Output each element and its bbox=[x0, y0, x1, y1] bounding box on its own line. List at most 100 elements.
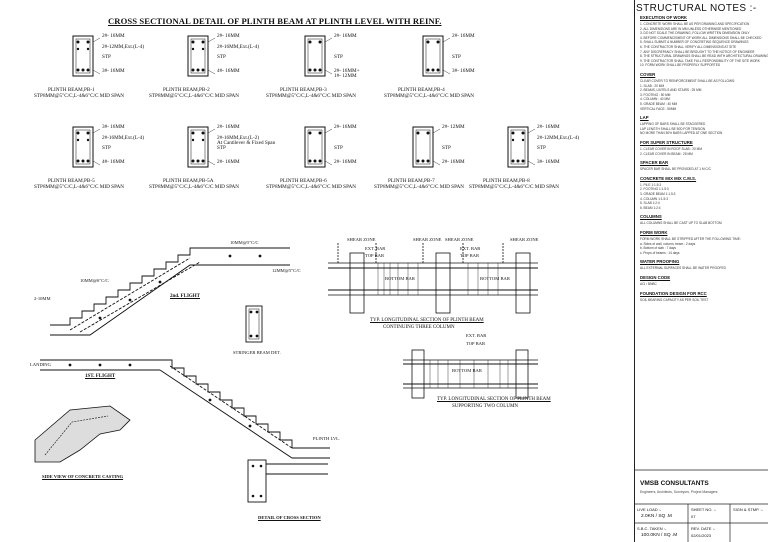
notes-line: 5. SLAB 1:2:4 bbox=[640, 201, 660, 206]
beam-stirrup-note: STP8MM@5"C/C,L-4&6"C/C MID SPAN bbox=[34, 184, 124, 190]
second-flight-label: 2nd. FLIGHT bbox=[170, 294, 201, 299]
top-bar-label-3: TOP BAR bbox=[466, 341, 486, 346]
notes-line: CLEAR COVER TO REINFORCEMENT SHALL BE AS… bbox=[640, 79, 735, 83]
notes-line: VERTICAL FACE : 50MM bbox=[640, 106, 677, 111]
side-view-svg bbox=[34, 405, 131, 463]
beam-stirrup-note: STP8MM@5"C/C,L-4&6"C/C MID SPAN bbox=[384, 93, 474, 99]
notes-line: LAP LENGTH SHALL BE 50D FOR TENSION bbox=[640, 126, 706, 131]
long-section-1-subtitle: CONTINUING THREE COLUMN bbox=[383, 325, 455, 330]
sign-stamp-label: SIGN & STMP. :- bbox=[733, 507, 763, 512]
beam-stirrup-note: STP8MM@5"C/C,L-4&6"C/C MID SPAN bbox=[34, 93, 124, 99]
notes-line: 3. FOOTING : 50 MM bbox=[640, 92, 671, 97]
notes-section-heading: WATER PROOFING bbox=[640, 259, 680, 265]
rev-date-value: 02/01/2023 bbox=[691, 533, 712, 538]
shear-zone-label-4: SHEAR ZONE bbox=[510, 237, 539, 242]
stirrup-label: STP bbox=[217, 145, 226, 151]
notes-section-heading: CONCRETE MIX MIX C.M.S. bbox=[640, 175, 697, 181]
stair-first-flight-svg bbox=[40, 359, 330, 459]
beam-name: PLINTH BEAM,PB-8 bbox=[483, 178, 530, 184]
top-bar-label-1: TOP BAR bbox=[365, 253, 385, 258]
bottom-bar-label: 2#- 16MM+ 1#- 12MM bbox=[334, 68, 360, 80]
top-bar-label-2: TOP BAR bbox=[460, 253, 480, 258]
extra-bar-label: 2#-16MM,Ext.(L-2) At Cantilever & Fixed … bbox=[217, 135, 276, 147]
notes-line: 6. BEAM 1:2:4 bbox=[640, 205, 661, 210]
notes-line: 1. CLEAR COVER IN ROOF SLAB : 20 MM bbox=[640, 147, 702, 151]
beam-section-drawing bbox=[187, 35, 216, 77]
bottom-bar-label: 2#- 16MM bbox=[442, 159, 465, 165]
bottom-bar-label-2: BOTTOM BAR bbox=[480, 276, 510, 281]
beam-stirrup-note: STP8MM@5"C/C,L-4&6"C/C MID SPAN bbox=[374, 184, 464, 190]
top-bar-label: 3#- 16MM bbox=[102, 124, 125, 130]
notes-line: 7. ANY DISCREPANCY SHALL BE BROUGHT TO T… bbox=[640, 49, 755, 54]
notes-section-heading: DESIGN CODE bbox=[640, 275, 671, 280]
notes-line: LAPPING OF BARS SHALL BE STAGGERED bbox=[640, 122, 706, 127]
beam-section-drawing bbox=[412, 126, 441, 168]
live-load-label: LIVE LOAD :- bbox=[637, 507, 662, 512]
notes-line: SOIL BEARING CAPACITY AS PER SOIL TEST bbox=[640, 297, 709, 302]
bottom-bar-label: 2#- 16MM bbox=[217, 159, 240, 165]
stringer-beam-svg bbox=[245, 305, 263, 343]
beam-stirrup-note: STP8MM@5"C/C,L-4&6"C/C MID SPAN bbox=[149, 93, 239, 99]
top-bar-label: 2#- 16MM bbox=[334, 124, 357, 130]
extra-bar-label: 2#-12MM,Ext.(L-4) bbox=[102, 44, 145, 50]
notes-section-heading: LAP bbox=[640, 115, 649, 121]
notes-line: FORM WORK SHALL BE STRIPPED AFTER THE FO… bbox=[640, 237, 741, 241]
top-bar-label: 2#- 16MM bbox=[334, 33, 357, 39]
plinth-level-label: PLINTH LVL. bbox=[313, 436, 341, 441]
notes-line: 1. SLAB : 20 MM bbox=[640, 83, 665, 88]
notes-section-heading: FOUNDATION DESIGN FOR RCC bbox=[640, 290, 707, 296]
shear-zone-label-2: SHEAR ZONE bbox=[413, 237, 442, 242]
notes-line: c. Props of beams : 14 days bbox=[640, 250, 680, 255]
beam-stirrup-note: STP8MM@5"C/C,L-4&6"C/C MID SPAN bbox=[469, 184, 559, 190]
stirrup-label: STP bbox=[537, 145, 546, 151]
stirrup-label: STP bbox=[442, 145, 451, 151]
notes-section-heading: COLUMNS bbox=[640, 214, 662, 220]
notes-line: 2. CLEAR COVER IN BEAM : 25 MM bbox=[640, 151, 693, 156]
extra-bar-label: 2#-16MM,Ext.(L-4) bbox=[102, 135, 145, 141]
beam-name: PLINTH BEAM,PB-3 bbox=[280, 87, 327, 93]
notes-line: b. Bottom of slab : 7 days bbox=[640, 246, 676, 251]
bottom-bar-label: 2#- 16MM bbox=[334, 159, 357, 165]
stirrup-label: STP bbox=[334, 145, 343, 151]
bottom-bar-label: 3#- 16MM bbox=[537, 159, 560, 165]
beam-name: PLINTH BEAM,PB-7 bbox=[388, 178, 435, 184]
notes-line: 8. THE STRUCTURAL DRAWINGS SHALL BE READ… bbox=[640, 54, 768, 59]
title-block-lines bbox=[634, 469, 768, 542]
top-bar-label: 2#- 16MM bbox=[102, 33, 125, 39]
consultant-subtitle: Engineers, Architects, Surveyors, Projec… bbox=[640, 490, 718, 494]
beam-name: PLINTH BEAM,PB-6 bbox=[280, 178, 327, 184]
rev-date-label: REV. DATE :- bbox=[691, 526, 716, 531]
beam-name: PLINTH BEAM,PB-2 bbox=[163, 87, 210, 93]
side-view-title: SIDE VIEW OF CONCRETE CASTING bbox=[42, 474, 124, 479]
notes-line: 2. ALL DIMENSIONS ARE IN MM UNLESS OTHER… bbox=[640, 26, 742, 31]
stirrup-label: STP bbox=[102, 54, 111, 60]
extra-bar-label: 2#-12MM,Ext.(L-4) bbox=[537, 135, 580, 141]
beam-section-drawing bbox=[187, 126, 216, 168]
bottom-bar-label: 4#- 16MM bbox=[217, 68, 240, 74]
beam-section-drawing bbox=[304, 126, 333, 168]
beam-name: PLINTH BEAM,PB-4 bbox=[398, 87, 445, 93]
notes-line: 2. BEAMS, LINTELS AND STAIRS : 25 MM bbox=[640, 88, 702, 93]
notes-line: ACI / BNBC bbox=[640, 282, 657, 286]
cross-section-title: DETAIL OF CROSS SECTION bbox=[258, 515, 321, 520]
stair-rebar-label-1: 10MM@5"C/C bbox=[230, 240, 259, 245]
beam-name: PLINTH BEAM,PB-1 bbox=[48, 87, 95, 93]
notes-line: 4. COLUMN : 40 MM bbox=[640, 97, 670, 102]
bottom-bar-label: 3#- 16MM bbox=[452, 68, 475, 74]
bottom-bar-label-3: BOTTOM BAR bbox=[452, 368, 482, 373]
stair-rebar-label-3: 10MM@6"C/C bbox=[80, 278, 109, 283]
notes-line: ALL EXTERNAL SURFACES SHALL BE WATER PRO… bbox=[640, 266, 726, 271]
stirrup-label: STP bbox=[452, 54, 461, 60]
notes-line: NO MORE THAN 50% BARS LAPPED AT ONE SECT… bbox=[640, 131, 723, 136]
notes-line: 3. GRADE BEAM 1:1.5:3 bbox=[640, 192, 676, 196]
stair-rebar-label-2: 12MM@5"C/C bbox=[272, 268, 301, 273]
first-flight-label: 1ST. FLIGHT bbox=[85, 374, 116, 379]
notes-line: 2. FOOTING 1:1.5:3 bbox=[640, 187, 669, 192]
notes-heading: STRUCTURAL NOTES :- bbox=[636, 3, 757, 14]
notes-line: 4. COLUMN 1:1.5:3 bbox=[640, 196, 668, 201]
bottom-bar-label: 3#- 16MM bbox=[102, 68, 125, 74]
notes-panel bbox=[634, 0, 768, 542]
notes-line: 3. DO NOT SCALE THE DRAWING, FOLLOW WRIT… bbox=[640, 31, 750, 36]
stair-rebar-label-4: 2-10MM bbox=[34, 296, 51, 301]
